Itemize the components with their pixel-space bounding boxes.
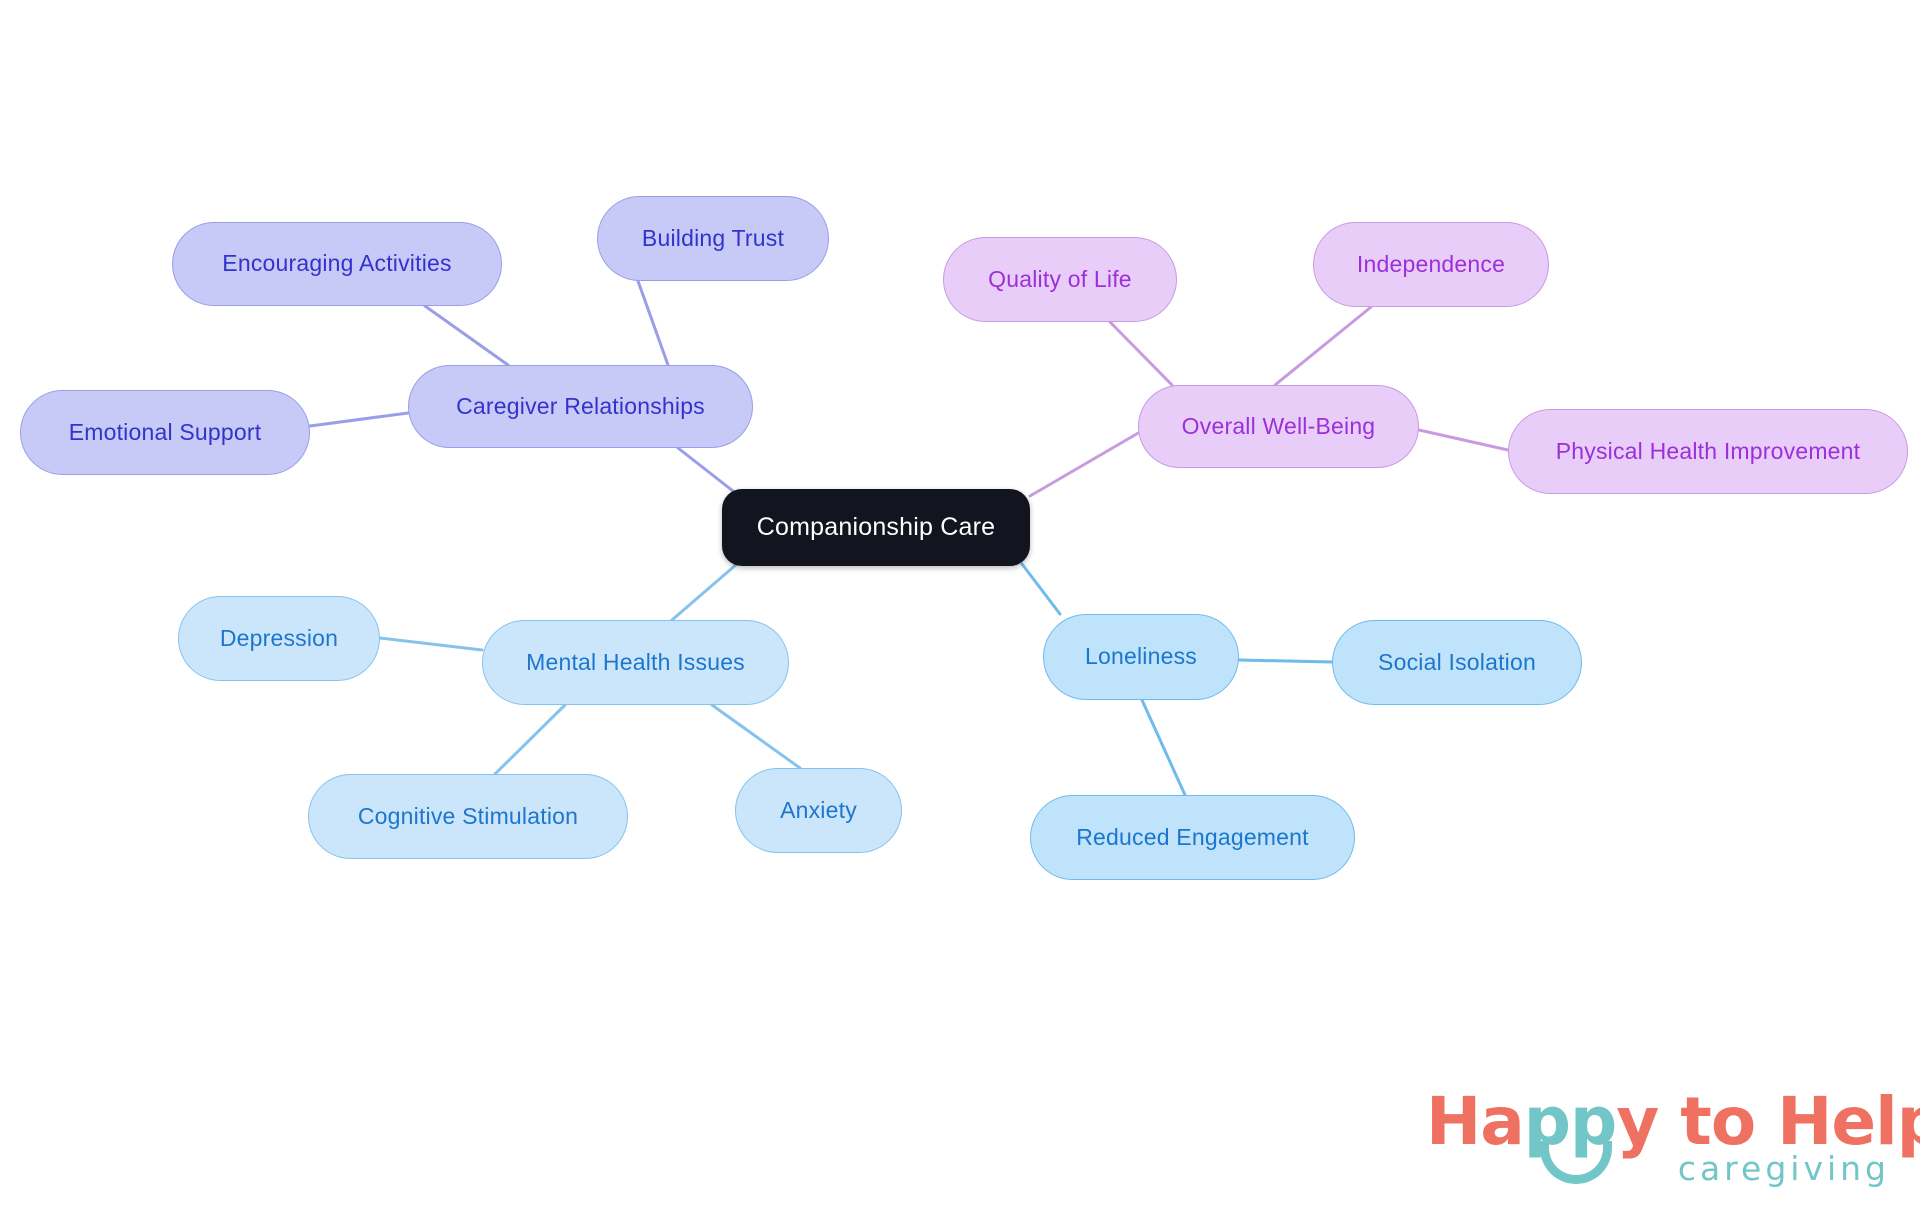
brand-logo: Happy to Help caregiving [1426,1083,1920,1193]
node-label-building-trust: Building Trust [641,224,785,251]
node-label-quality-of-life: Quality of Life [988,265,1132,292]
edge-root-wellbeing [1028,430,1142,498]
node-loneliness[interactable]: Loneliness [1043,614,1239,700]
edge-mental-anxiety [710,703,802,770]
node-label-depression: Depression [219,624,339,651]
edge-caregiver-encouraging [423,304,510,367]
node-quality-of-life[interactable]: Quality of Life [943,237,1177,322]
node-label-anxiety: Anxiety [780,796,857,823]
edge-root-caregiver [676,446,735,493]
edge-wellbeing-physical [1417,428,1510,452]
logo-tagline: caregiving [1677,1149,1890,1188]
edge-loneliness-reduced [1140,698,1187,797]
edge-loneliness-social [1237,658,1334,664]
node-physical-health-improvement[interactable]: Physical Health Improvement [1508,409,1908,494]
node-building-trust[interactable]: Building Trust [597,196,829,281]
node-mental-health-issues[interactable]: Mental Health Issues [482,620,789,705]
node-label-physical-health-improvement: Physical Health Improvement [1555,437,1861,464]
node-depression[interactable]: Depression [178,596,380,681]
node-anxiety[interactable]: Anxiety [735,768,902,853]
edge-mental-depression [378,636,484,652]
edge-mental-cognitive [493,703,567,776]
logo-text-y: y [1616,1083,1659,1160]
node-root[interactable]: Companionship Care [722,489,1030,566]
node-overall-well-being[interactable]: Overall Well-Being [1138,385,1419,468]
smile-icon [1540,1141,1612,1184]
edge-root-mental [670,561,740,622]
node-emotional-support[interactable]: Emotional Support [20,390,310,475]
edge-caregiver-emotional [308,411,410,428]
logo-text-ha: Ha [1426,1083,1525,1160]
node-label-social-isolation: Social Isolation [1378,648,1536,675]
node-label-reduced-engagement: Reduced Engagement [1076,823,1309,850]
node-caregiver-relationships[interactable]: Caregiver Relationships [408,365,753,448]
node-label-mental-health-issues: Mental Health Issues [526,648,745,675]
node-independence[interactable]: Independence [1313,222,1549,307]
node-label-loneliness: Loneliness [1085,643,1197,670]
node-label-overall-well-being: Overall Well-Being [1181,412,1376,439]
node-label-caregiver-relationships: Caregiver Relationships [456,392,705,419]
node-label-independence: Independence [1356,250,1506,277]
node-cognitive-stimulation[interactable]: Cognitive Stimulation [308,774,628,859]
edge-wellbeing-independence [1273,305,1373,387]
logo-text-to-help: to Help [1658,1083,1920,1160]
node-encouraging-activities[interactable]: Encouraging Activities [172,222,502,306]
node-reduced-engagement[interactable]: Reduced Engagement [1030,795,1355,880]
logo-wordmark: Happy to Help [1426,1083,1920,1160]
node-label-cognitive-stimulation: Cognitive Stimulation [357,802,579,829]
node-social-isolation[interactable]: Social Isolation [1332,620,1582,705]
edge-caregiver-building-trust [636,279,670,367]
node-label-encouraging-activities: Encouraging Activities [222,250,452,277]
node-label-emotional-support: Emotional Support [68,418,262,445]
node-label-root: Companionship Care [756,512,996,541]
edge-wellbeing-quality [1108,320,1174,387]
edge-root-loneliness [1020,562,1062,616]
